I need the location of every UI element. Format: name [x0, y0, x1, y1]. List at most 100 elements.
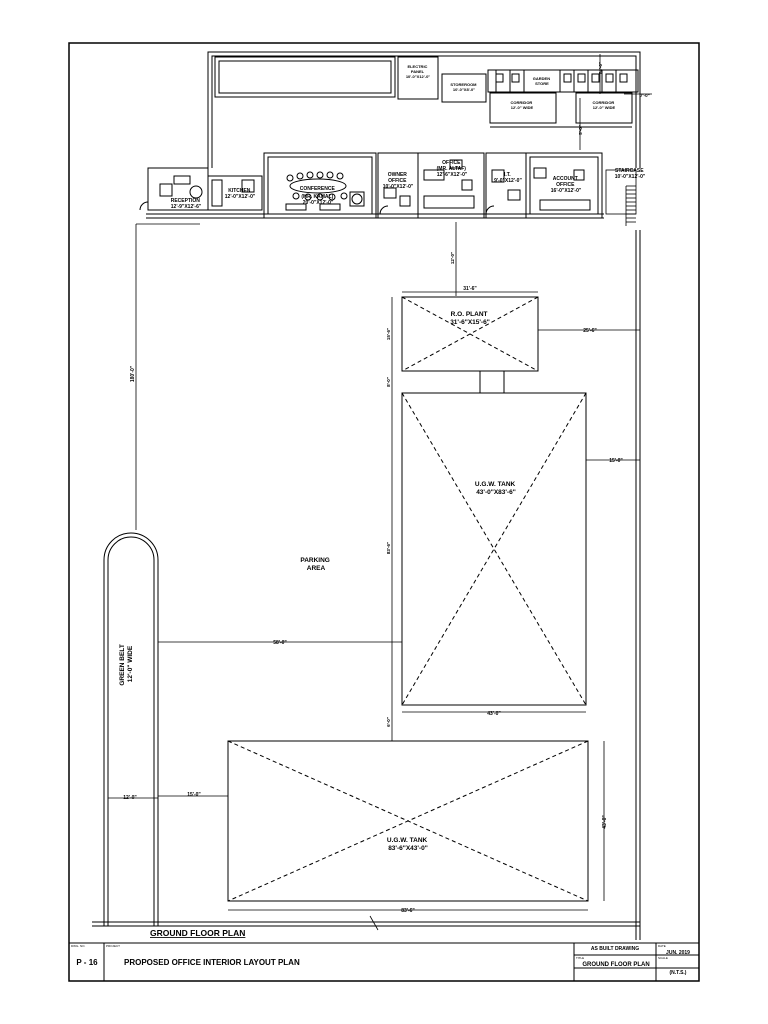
- dim-green-width: 12'-0": [123, 795, 137, 801]
- conference-label: CONFERENCE: [300, 186, 336, 192]
- it-room-size: 9'-0"X12'-0": [494, 178, 522, 184]
- dim-tank-2-width: 83'-6": [401, 908, 415, 914]
- dim-tank-1-right: 15'-0": [609, 458, 623, 464]
- drawing-title: GROUND FLOOR PLAN: [582, 962, 650, 968]
- drawing-date: JUN. 2019: [666, 950, 690, 956]
- dim-front: 12'-0": [450, 252, 455, 264]
- kitchen-label: KITCHEN: [228, 188, 251, 194]
- ro-plant-label: R.O. PLANT: [451, 311, 488, 318]
- svg-text:U.G.W. TANK 83'-6"X43'-0: U.G.W. TANK 83'-6"X43'-0": [387, 837, 429, 852]
- dim-top: 84'-0": [598, 62, 603, 74]
- corridor-2-label: CORRIDOR: [593, 100, 615, 105]
- dimension-labels: 84'-0" 7'-0" 5'-0" 180'-0" 12'-0" 31'-6"…: [123, 62, 650, 914]
- svg-text:I.T. 9'-0"X12'-0": I.T. 9'-0"X12'-0": [494, 172, 522, 184]
- dim-ro-right: 25'-6": [583, 328, 597, 334]
- owner-office-size: 10'-0"X12'-0": [383, 184, 414, 190]
- parking-label: PARKING: [300, 557, 330, 564]
- electric-panel-label: ELECTRIC: [407, 64, 427, 69]
- plan-title: GROUND FLOOR PLAN: [150, 928, 245, 938]
- owner-office-label-2: OFFICE: [388, 178, 407, 184]
- svg-text:KITCHEN 12'-0"X12'-0": KITCHEN 12'-0"X12'-0": [225, 188, 256, 200]
- title-block-lines: [69, 942, 699, 981]
- ugw-tank-2-label: U.G.W. TANK: [387, 837, 428, 844]
- drawing-status: AS BUILT DRAWING: [590, 946, 640, 952]
- svg-text:GARDEN STORE: GARDEN STORE: [533, 76, 551, 86]
- dim-green-gap: 15'-0": [187, 792, 201, 798]
- garden-store-label: GARDEN: [533, 76, 550, 81]
- dim-tank-1-width: 43'-0": [487, 711, 501, 717]
- office-altaf-label: OFFICE: [442, 160, 461, 166]
- account-office-size: 16'-0"X12'-0": [551, 188, 582, 194]
- sheet-number: P - 16: [76, 958, 98, 967]
- storeroom-size: 10'-0"X8'-0": [453, 87, 475, 92]
- staircase-size: 10'-0"X12'-0": [615, 174, 646, 180]
- green-belt-size: 12'-0" WIDE: [127, 645, 134, 682]
- dim-right-top: 7'-0": [640, 93, 650, 98]
- dim-small: 5'-0": [578, 125, 583, 135]
- svg-text:PARKING AREA: PARKING AREA: [300, 557, 331, 572]
- electric-panel-size: 10'-0"X12'-0": [406, 74, 430, 79]
- ugw-tank-1-size: 43'-0"X83'-6": [476, 489, 516, 496]
- svg-text:ELECTRIC PANEL 10': ELECTRIC PANEL 10'-0"X12'-0": [406, 64, 430, 79]
- garden-store-label-2: STORE: [535, 81, 549, 86]
- green-belt-label: GREEN BELT: [119, 644, 126, 685]
- staircase: [605, 169, 637, 226]
- project-caption: PROJECT: [106, 944, 121, 948]
- dim-ro-height: 15'-6": [386, 328, 391, 340]
- parking-label-2: AREA: [307, 565, 326, 572]
- dim-gap-1: 8'-0": [386, 377, 391, 387]
- corridor-1-label: CORRIDOR: [511, 100, 533, 105]
- reception-label: RECEPTION: [171, 198, 201, 204]
- account-office-label: ACCOUNT: [553, 176, 578, 182]
- plan-labels: RECEPTION 12'-9"X12'-6" KITCHEN 12'-0"X1…: [119, 64, 646, 938]
- green-belt: [103, 532, 159, 926]
- svg-text:RECEPTION 12'-9"X12'-6": RECEPTION 12'-9"X12'-6": [171, 198, 202, 210]
- svg-text:CONFERENCE (MR. KAMAL): CONFERENCE (MR. KAMAL) 20'-0"X12'-0": [300, 186, 336, 206]
- ugw-tank-2-size: 83'-6"X43'-0": [388, 845, 428, 852]
- title-caption: TITLE: [576, 956, 585, 960]
- svg-text:U.G.W. TANK 43'-0"X83'-6: U.G.W. TANK 43'-0"X83'-6": [475, 481, 517, 496]
- office-block: [139, 152, 604, 219]
- kitchen-size: 12'-0"X12'-0": [225, 194, 256, 200]
- it-room-label: I.T.: [504, 172, 511, 178]
- owner-office-label: OWNER: [388, 172, 408, 178]
- dim-tank-1-height: 83'-6": [386, 542, 391, 554]
- ugw-tank-1: [401, 392, 587, 706]
- conference-owner: (MR. KAMAL): [301, 194, 333, 200]
- reception-size: 12'-9"X12'-6": [171, 204, 202, 210]
- ugw-tank-1-label: U.G.W. TANK: [475, 481, 516, 488]
- sheet-border: [68, 42, 700, 982]
- drawing-scale: (N.T.S.): [669, 970, 687, 976]
- electric-panel-label-2: PANEL: [411, 69, 425, 74]
- account-office-label-2: OFFICE: [556, 182, 575, 188]
- svg-text:STOREROOM 10'-0"X8'-0": STOREROOM 10'-0"X8'-0": [450, 82, 477, 92]
- dim-left-vertical: 180'-0": [130, 365, 136, 382]
- top-service-block: [214, 56, 639, 128]
- dim-gap-2: 6'-0": [386, 717, 391, 727]
- office-altaf-owner: (MR. ALTAF): [437, 166, 467, 172]
- sheet-number-caption: DWG. NO.: [71, 944, 86, 948]
- corridor-2-size: 12'-0" WIDE: [593, 105, 616, 110]
- staircase-label: STAIRCASE: [615, 168, 644, 174]
- svg-text:CORRIDOR 12'-0" WIDE: CORRIDOR 12'-0" WIDE: [593, 100, 616, 110]
- corridor-1-size: 12'-0" WIDE: [511, 105, 534, 110]
- svg-text:STAIRCASE 10'-0"X12'-0": STAIRCASE 10'-0"X12'-0": [615, 168, 646, 180]
- dim-tank-2-height: 43'-0": [602, 815, 608, 829]
- ro-plant-size: 31'-6"X15'-6": [450, 319, 490, 326]
- svg-text:ACCOUNT OFFICE 16': ACCOUNT OFFICE 16'-0"X12'-0": [551, 176, 582, 194]
- project-title: PROPOSED OFFICE INTERIOR LAYOUT PLAN: [124, 958, 300, 967]
- office-altaf-size: 12'-6"X12'-0": [437, 172, 468, 178]
- svg-text:CORRIDOR 12'-0" WIDE: CORRIDOR 12'-0" WIDE: [511, 100, 534, 110]
- site-boundary: [92, 51, 641, 940]
- date-caption: DATE: [658, 944, 666, 948]
- dim-tank-1-left: 58'-0": [273, 640, 287, 646]
- svg-text:GREEN BELT 12'-0" WIDE: GREEN BELT 12'-0" WIDE: [119, 642, 134, 685]
- dim-ro-width: 31'-6": [463, 286, 477, 292]
- ugw-tank-2: [227, 740, 589, 902]
- svg-text:R.O. PLANT 31'-6"X15'-6": R.O. PLANT 31'-6"X15'-6": [450, 311, 490, 326]
- storeroom-label: STOREROOM: [450, 82, 477, 87]
- scale-caption: SCALE: [658, 956, 668, 960]
- svg-text:OWNER OFFICE 10'-0: OWNER OFFICE 10'-0"X12'-0": [383, 172, 414, 190]
- svg-text:OFFICE (MR. ALTAF): OFFICE (MR. ALTAF) 12'-6"X12'-0": [437, 160, 468, 178]
